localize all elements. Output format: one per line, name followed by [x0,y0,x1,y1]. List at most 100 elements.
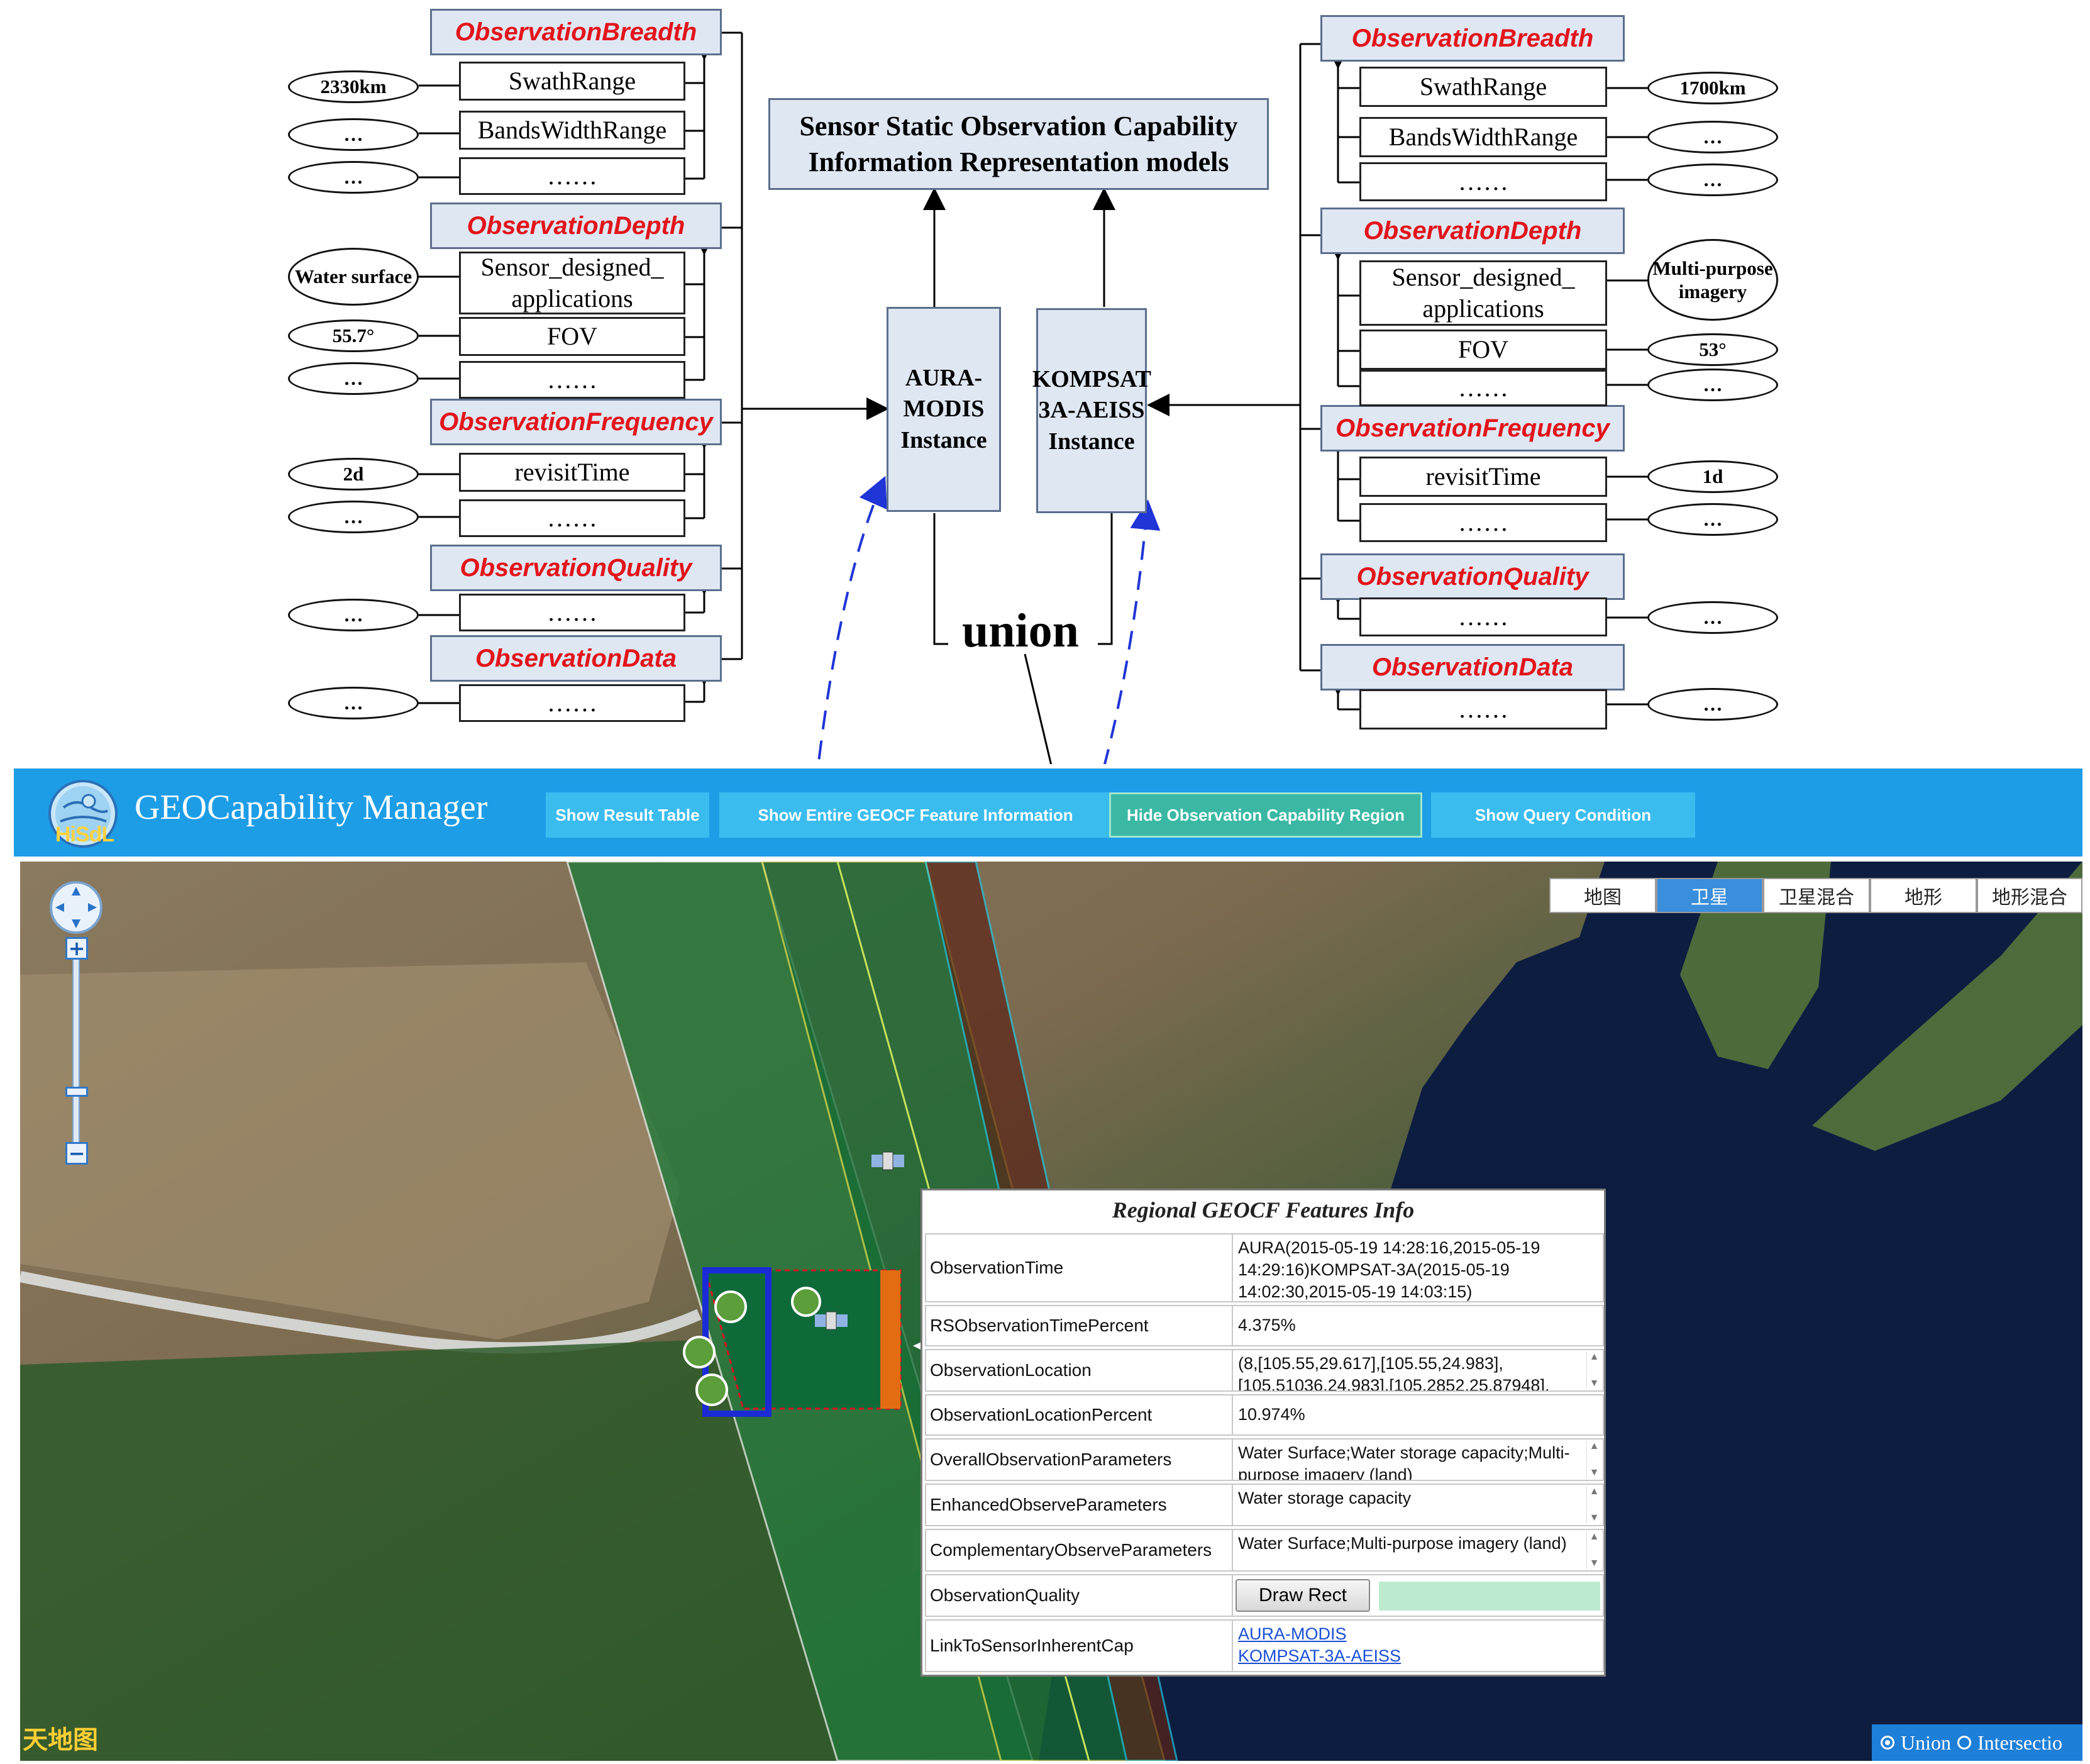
right-prop-fov: FOV [1359,330,1607,370]
hide-capability-region-button[interactable]: Hide Observation Capability Region [1109,792,1422,838]
left-value-more1: … [288,161,419,194]
right-value-sensor: Multi-purpose imagery [1647,239,1778,321]
right-prop-more3: …… [1359,503,1607,542]
kompsat-link[interactable]: KOMPSAT-3A-AEISS [1238,1646,1402,1666]
info-panel-title: Regional GEOCF Features Info [1112,1197,1415,1223]
show-query-condition-button[interactable]: Show Query Condition [1431,792,1695,838]
scroll-up-icon[interactable]: ▲ [1589,1351,1600,1362]
maptype-terrain-hybrid-tab[interactable]: 地形混合 [1977,878,2082,913]
left-category-quality: ObservationQuality [430,545,722,591]
maptype-terrain-tab[interactable]: 地形 [1870,878,1977,913]
info-links: AURA-MODIS KOMPSAT-3A-AEISS [1234,1621,1584,1671]
scroll-up-icon[interactable]: ▲ [1589,1486,1600,1497]
zoom-out-button[interactable]: − [65,1141,88,1165]
right-value-fov: 53° [1647,333,1778,366]
union-radio[interactable] [1881,1736,1894,1750]
scroll-up-icon[interactable]: ▲ [1589,1441,1600,1451]
app-title: GEOCapability Manager [135,788,488,827]
left-category-breadth: ObservationBreadth [430,9,722,55]
instance-right-box: KOMPSAT 3A-AEISS Instance [1032,308,1151,513]
left-prop-more2: …… [459,361,685,399]
aura-modis-link[interactable]: AURA-MODIS [1238,1624,1347,1643]
capability-model-diagram: Sensor Static Observation Capability Inf… [0,0,2090,764]
right-value-revisit: 1d [1647,460,1778,493]
tianditu-logo: 天地图 [23,1726,98,1755]
right-category-depth: ObservationDepth [1320,208,1625,254]
left-prop-swath: SwathRange [459,62,685,101]
right-prop-more4: …… [1359,597,1607,636]
zoom-slider-handle[interactable] [65,1087,88,1097]
draw-rect-button[interactable]: Draw Rect [1236,1579,1370,1612]
instance-left-box: AURA-MODIS Instance [887,307,1001,512]
show-result-table-button[interactable]: Show Result Table [546,792,709,838]
maptype-satellite-tab[interactable]: 卫星 [1656,878,1763,913]
union-label: union [962,604,1079,657]
info-value: (8,[105.55,29.617],[105.55,24.983],[105.… [1238,1354,1550,1390]
scroll-down-icon[interactable]: ▼ [1589,1378,1600,1389]
union-intersect-radio-group: Union Intersectio [1872,1724,2082,1761]
left-category-frequency: ObservationFrequency [430,399,722,445]
info-key: ObservationLocation [926,1350,1233,1390]
scrollbar[interactable]: ▲▼ [1586,1351,1601,1389]
show-entire-geocf-button[interactable]: Show Entire GEOCF Feature Information [719,792,1112,838]
left-prop-more4: …… [459,594,685,631]
logo-text: HiSdL [55,823,114,846]
info-key: ComplementaryObserveParameters [926,1530,1233,1570]
regional-features-info-panel: Regional GEOCF Features Info Observation… [921,1189,1606,1677]
satellite-aura-icon [815,1311,848,1330]
scroll-down-icon[interactable]: ▼ [1589,1512,1600,1523]
scroll-down-icon[interactable]: ▼ [1589,1558,1600,1568]
info-row-complementary-params: ComplementaryObserveParameters Water Sur… [925,1529,1604,1572]
info-row-observation-time: ObservationTime AURA(2015-05-19 14:28:16… [925,1233,1604,1302]
info-key: OverallObservationParameters [926,1439,1233,1480]
left-prop-fov: FOV [459,317,685,356]
scroll-down-icon[interactable]: ▼ [1589,1467,1600,1478]
right-value-more4: … [1647,601,1778,634]
right-prop-swath: SwathRange [1359,67,1607,107]
scroll-up-icon[interactable]: ▲ [1589,1531,1600,1542]
info-row-overall-params: OverallObservationParameters Water Surfa… [925,1438,1604,1481]
info-key: RSObservationTimePercent [926,1306,1233,1345]
scrollbar[interactable]: ▲▼ [1586,1531,1601,1569]
info-value: AURA(2015-05-19 14:28:16,2015-05-19 14:2… [1238,1238,1540,1301]
right-prop-revisit: revisitTime [1359,457,1607,497]
left-value-sensor: Water surface [288,248,419,306]
zoom-in-button[interactable]: + [65,936,88,960]
left-value-bands: … [288,118,419,151]
right-prop-more2: …… [1359,370,1607,406]
info-row-sensor-links: LinkToSensorInherentCap AURA-MODIS KOMPS… [925,1619,1604,1672]
info-row-location-percent: ObservationLocationPercent 10.974% [925,1394,1604,1436]
right-value-more1: … [1647,164,1778,196]
left-prop-more3: …… [459,499,685,537]
intersect-radio[interactable] [1957,1736,1971,1750]
left-prop-more5: …… [459,684,685,722]
info-key: ObservationQuality [926,1575,1233,1616]
right-category-data: ObservationData [1320,644,1625,691]
center-title-box: Sensor Static Observation Capability Inf… [768,98,1269,190]
info-value: Water storage capacity [1238,1489,1412,1507]
union-radio-label: Union [1901,1731,1951,1754]
info-value: Water Surface;Multi-purpose imagery (lan… [1238,1534,1567,1553]
left-value-swath: 2330km [288,70,419,103]
right-prop-more1: …… [1359,162,1607,201]
left-value-revisit: 2d [288,458,419,491]
info-row-time-percent: RSObservationTimePercent 4.375% [925,1305,1604,1346]
left-category-data: ObservationData [430,635,722,682]
right-value-bands: … [1647,121,1778,153]
left-value-more5: … [288,687,419,719]
left-value-more2: … [288,362,419,395]
geocapability-app-window: HiSdL GEOCapability Manager Show Result … [14,768,2082,1761]
quality-result-field [1379,1582,1600,1611]
left-prop-bands: BandsWidthRange [459,111,685,150]
right-value-swath: 1700km [1647,72,1778,104]
scrollbar[interactable]: ▲▼ [1586,1486,1601,1524]
satellite-map[interactable]: + − 地图 卫星 卫星混合 地形 地形混合 Regional GEOCF Fe… [20,862,2082,1761]
maptype-satellite-hybrid-tab[interactable]: 卫星混合 [1763,878,1870,913]
right-value-more3: … [1647,503,1778,536]
left-prop-more1: …… [459,157,685,195]
info-row-quality: ObservationQuality Draw Rect [925,1574,1604,1617]
right-value-more2: … [1647,369,1778,401]
scrollbar[interactable]: ▲▼ [1586,1441,1601,1478]
maptype-map-tab[interactable]: 地图 [1549,878,1656,913]
info-value: Water Surface;Water storage capacity;Mul… [1238,1443,1570,1480]
